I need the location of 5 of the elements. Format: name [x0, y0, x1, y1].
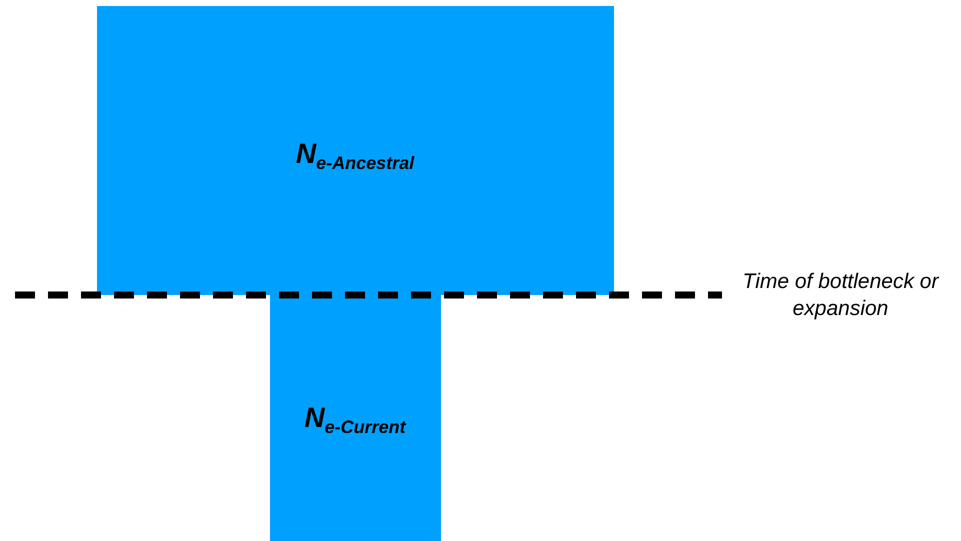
population-block — [97, 6, 614, 295]
population-block — [270, 295, 441, 541]
population-size-label: N$_{e-Ancestral}$ — [296, 138, 414, 174]
time-line-note: Time of bottleneck or expansion — [742, 269, 940, 322]
population-size-label: N$_{e-Current}$ — [304, 402, 406, 438]
